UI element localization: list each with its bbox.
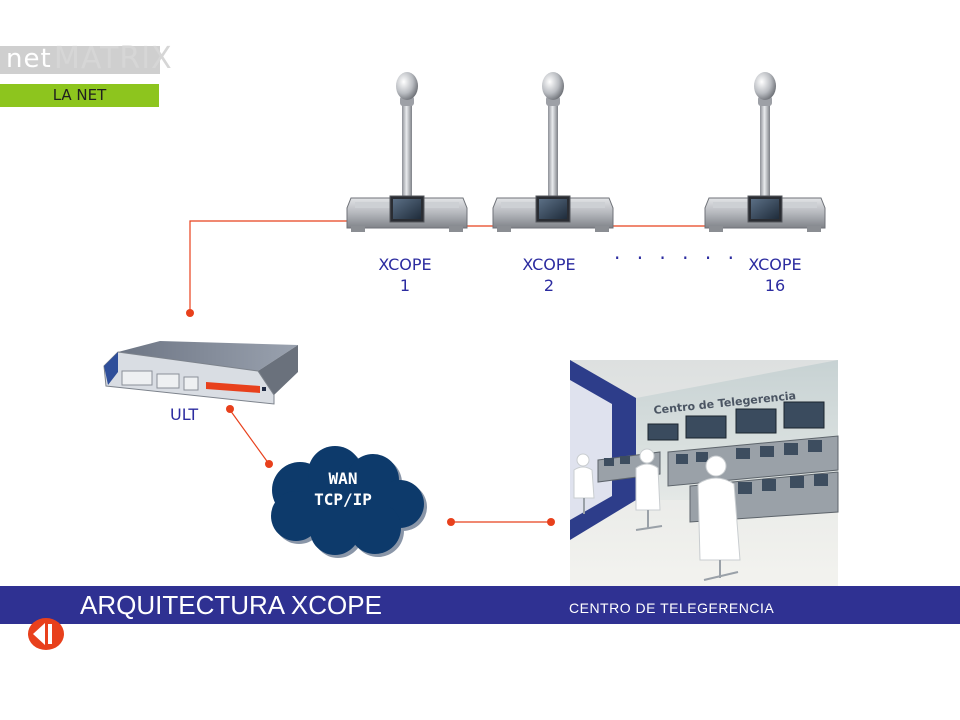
wan-label-line1: WAN: [328, 469, 358, 488]
logo-suffix: MATRIX: [54, 41, 173, 76]
ellipsis-separator: · · · · · ·: [614, 246, 739, 270]
xcope-16-label: XCOPE 16: [730, 254, 820, 296]
xcope-16-number: 16: [764, 276, 786, 295]
wan-label: WAN TCP/IP: [282, 468, 404, 510]
ult-server-icon: [103, 341, 298, 405]
xcope-2-number: 2: [543, 276, 555, 295]
xcope-1-device: [346, 71, 468, 233]
footer-bar: [0, 586, 960, 624]
logo-background: [0, 46, 160, 74]
control-room-image: Centro de Telegerencia: [570, 360, 839, 586]
xcope-1-label: XCOPE 1: [360, 254, 450, 296]
logo-tagline: LA NET: [0, 84, 159, 107]
wan-label-line2: TCP/IP: [314, 490, 372, 509]
slide-title: ARQUITECTURA XCOPE: [80, 590, 382, 620]
logo-prefix: net: [6, 44, 52, 74]
xcope-1-number: 1: [399, 276, 411, 295]
xcope-2-device: [492, 71, 614, 233]
xcope-16-name: XCOPE: [748, 255, 802, 274]
back-arrow-icon[interactable]: [26, 616, 66, 652]
xcope-2-name: XCOPE: [522, 255, 576, 274]
ult-label: ULT: [170, 405, 199, 424]
slide-subtitle: CENTRO DE TELEGERENCIA: [569, 600, 775, 616]
xcope-16-device: [704, 71, 826, 233]
xcope-2-label: XCOPE 2: [504, 254, 594, 296]
wan-cloud-icon: [271, 446, 427, 558]
xcope-1-name: XCOPE: [378, 255, 432, 274]
